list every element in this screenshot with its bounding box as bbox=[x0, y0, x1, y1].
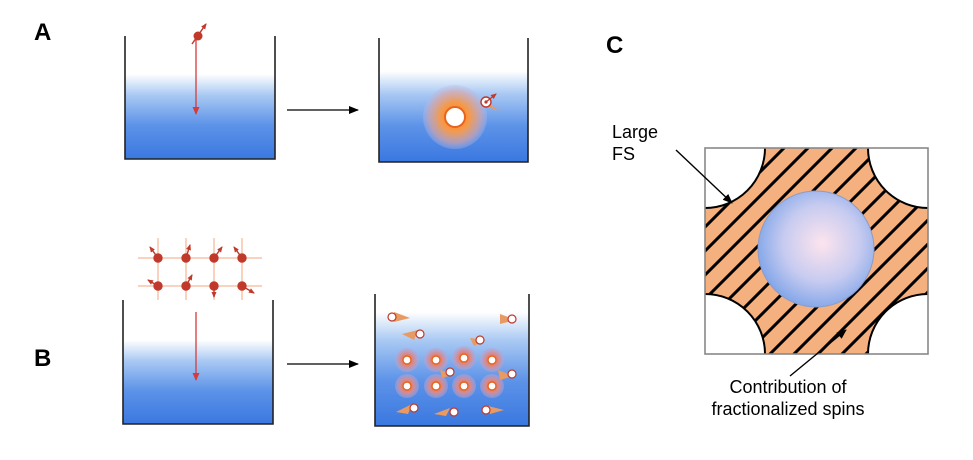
panel-label-b: B bbox=[34, 345, 51, 372]
beaker-a-left bbox=[124, 23, 276, 160]
lattice bbox=[138, 238, 262, 300]
large-fs-label-line2: FS bbox=[612, 144, 635, 164]
spin-particle bbox=[191, 23, 207, 45]
contribution-pointer bbox=[789, 329, 847, 377]
contribution-label-line1: Contribution of bbox=[729, 377, 847, 397]
water bbox=[123, 340, 273, 424]
spinon-particle bbox=[480, 93, 500, 111]
beaker-a-right bbox=[378, 38, 529, 163]
panel-label-a: A bbox=[34, 19, 51, 46]
panel-label-c: C bbox=[606, 32, 623, 59]
fermi-pockets bbox=[705, 148, 928, 354]
large-fs-label-line1: Large bbox=[612, 122, 658, 142]
fermi-surface-diagram bbox=[704, 147, 929, 355]
contribution-label-line2: fractionalized spins bbox=[711, 399, 864, 419]
beaker-b-right bbox=[374, 294, 530, 427]
beaker-b-left bbox=[122, 300, 274, 425]
hole-clouds bbox=[395, 346, 504, 398]
spinons bbox=[387, 312, 517, 417]
hole bbox=[444, 106, 466, 128]
large-fs-pointer bbox=[675, 149, 733, 204]
water bbox=[125, 74, 275, 159]
fermi-sphere bbox=[757, 190, 875, 308]
